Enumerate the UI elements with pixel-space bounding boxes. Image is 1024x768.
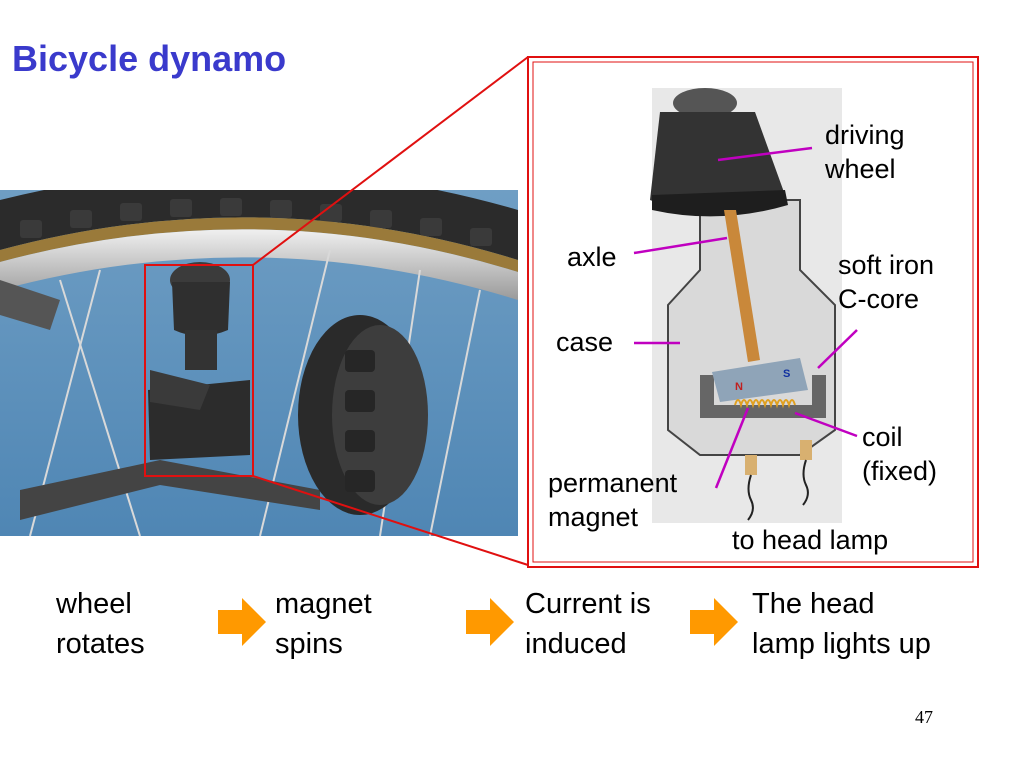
flow-step-1-line2: rotates	[56, 628, 145, 660]
label-driving-wheel-line1: driving	[825, 120, 905, 150]
bicycle-wheel-photo	[0, 190, 518, 536]
magnet-n-pole: N	[735, 381, 743, 393]
flow-step-1-line1: wheel	[56, 588, 132, 620]
flow-step-1: wheel rotates	[56, 584, 145, 664]
arrow-right-icon	[466, 598, 514, 646]
label-permanent-magnet-line2: magnet	[548, 502, 639, 532]
label-driving-wheel-line2: wheel	[825, 154, 896, 184]
label-driving-wheel: driving wheel	[825, 118, 905, 186]
flow-step-4-line2: lamp lights up	[752, 628, 931, 660]
label-coil-line2: (fixed)	[862, 456, 938, 486]
label-coil: coil (fixed)	[862, 420, 937, 488]
label-soft-iron-line2: C-core	[838, 284, 920, 314]
label-coil-line1: coil	[862, 422, 903, 452]
label-case: case	[556, 327, 614, 357]
flow-step-4-line1: The head	[752, 588, 875, 620]
arrow-right-icon	[690, 598, 738, 646]
label-axle: axle	[567, 242, 617, 272]
label-permanent-magnet-line1: permanent	[548, 468, 678, 498]
label-to-head-lamp: to head lamp	[732, 525, 889, 555]
flow-step-4: The head lamp lights up	[752, 584, 931, 664]
page-number: 47	[915, 707, 933, 727]
flow-step-3-line2: induced	[525, 628, 627, 660]
label-soft-iron-core: soft iron C-core	[838, 248, 934, 316]
flow-step-2: magnet spins	[275, 584, 372, 664]
arrow-right-icon	[218, 598, 266, 646]
magnet-s-pole: S	[783, 368, 790, 380]
flow-step-2-line1: magnet	[275, 588, 372, 620]
label-permanent-magnet: permanent magnet	[548, 466, 677, 534]
flow-step-2-line2: spins	[275, 628, 343, 660]
slide-title: Bicycle dynamo	[12, 38, 287, 79]
flow-step-3: Current is induced	[525, 584, 651, 664]
label-soft-iron-line1: soft iron	[838, 250, 935, 280]
flow-step-3-line1: Current is	[525, 588, 651, 620]
